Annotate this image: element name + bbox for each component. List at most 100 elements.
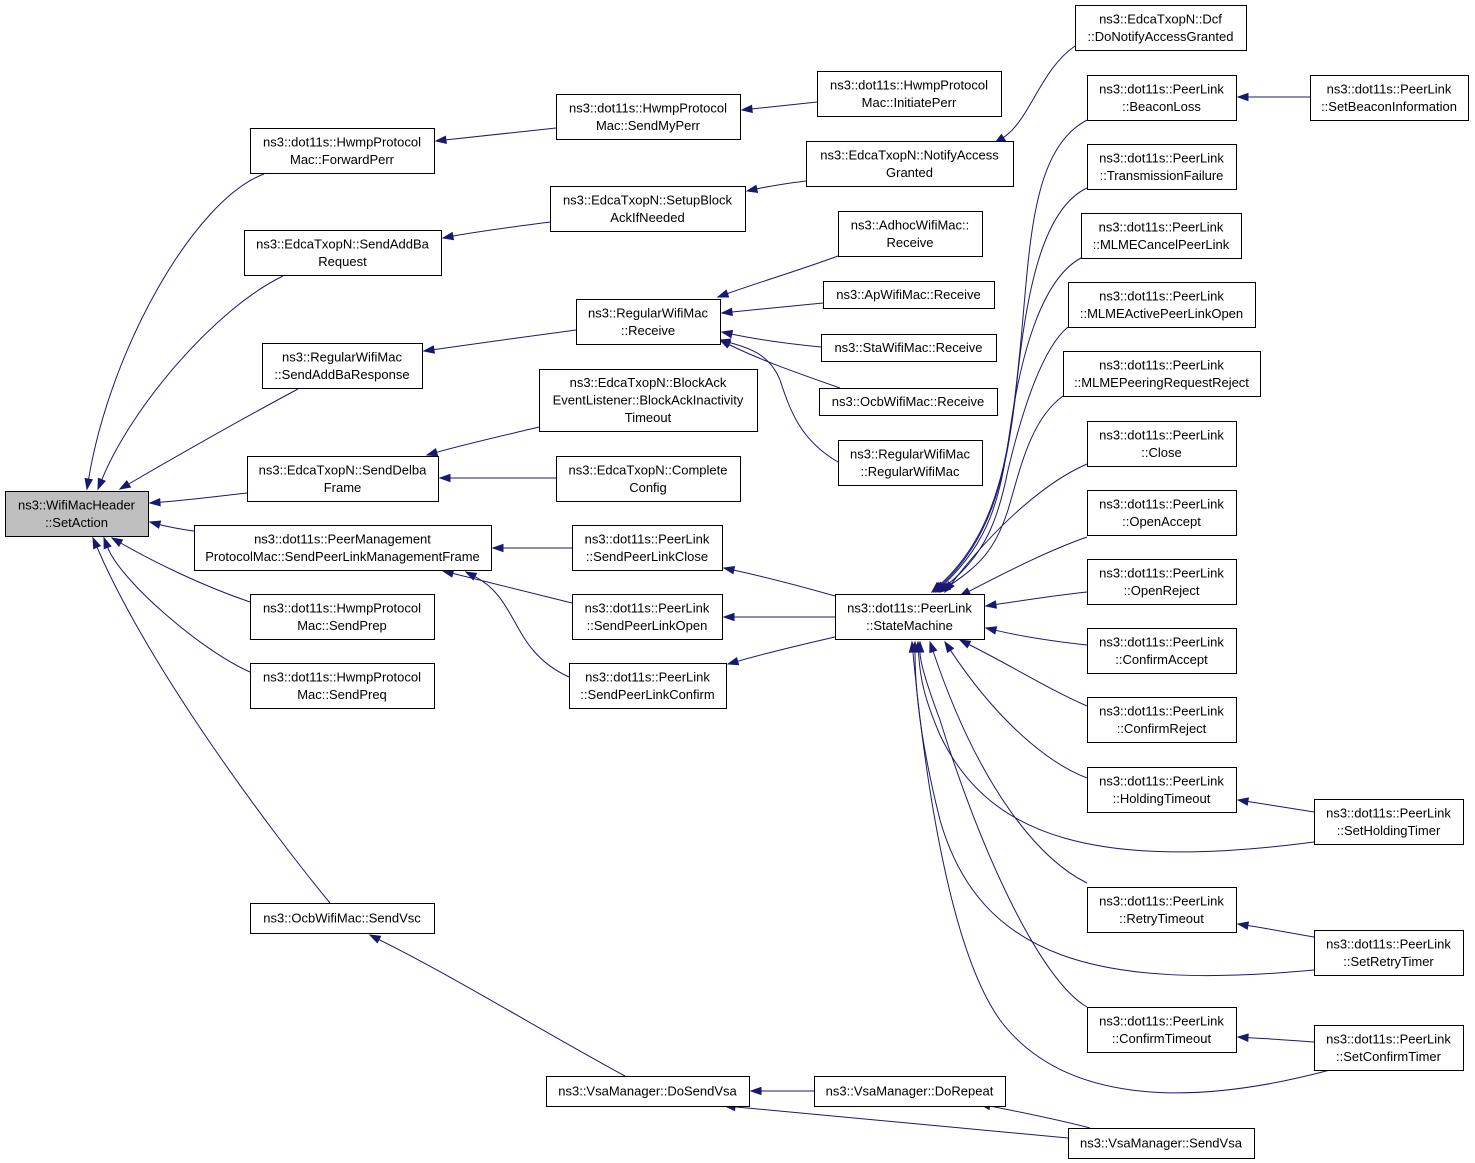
arrowhead-icon	[110, 537, 124, 547]
node-label: ns3::dot11s::PeerLink	[585, 669, 710, 684]
node-box	[244, 230, 442, 276]
edge-line	[1247, 801, 1315, 813]
edge-line	[918, 651, 1315, 853]
node-label: EventListener::BlockAckInactivity	[553, 393, 744, 408]
node-label: Config	[629, 480, 667, 495]
graph-node[interactable]: ns3::EdcaTxopN::NotifyAccessGranted	[806, 141, 1014, 187]
graph-node[interactable]: ns3::dot11s::PeerLink::SendPeerLinkClose	[572, 525, 723, 571]
node-label: ::MLMEActivePeerLinkOpen	[1080, 306, 1243, 321]
node-label: ::SetHoldingTimer	[1337, 823, 1441, 838]
graph-node[interactable]: ns3::dot11s::PeerLink::Close	[1087, 421, 1237, 467]
graph-node[interactable]: ns3::EdcaTxopN::Dcf::DoNotifyAccessGrant…	[1075, 5, 1247, 51]
node-label: ns3::AdhocWifiMac::	[851, 217, 970, 232]
arrowhead-icon	[749, 1086, 762, 1096]
graph-node[interactable]: ns3::dot11s::PeerLink::ConfirmReject	[1087, 697, 1237, 743]
graph-node[interactable]: ns3::dot11s::PeerLink::MLMEPeeringReques…	[1063, 351, 1261, 397]
graph-node[interactable]: ns3::dot11s::PeerLink::TransmissionFailu…	[1087, 144, 1237, 190]
arrowhead-icon	[915, 640, 925, 653]
edge-line	[751, 101, 818, 110]
edge-line	[932, 651, 1088, 884]
edge-line	[950, 463, 1088, 585]
graph-node[interactable]: ns3::dot11s::PeerLink::MLMEActivePeerLin…	[1068, 282, 1256, 328]
node-label: Receive	[887, 235, 934, 250]
graph-node[interactable]: ns3::dot11s::PeerLink::OpenAccept	[1087, 490, 1237, 536]
graph-node[interactable]: ns3::dot11s::PeerLink::SetHoldingTimer	[1314, 799, 1464, 845]
graph-node[interactable]: ns3::OcbWifiMac::Receive	[819, 388, 998, 416]
graph-node[interactable]: ns3::dot11s::PeerLink::SetConfirmTimer	[1314, 1025, 1464, 1071]
edge-n19-to-n18	[491, 543, 573, 553]
graph-node[interactable]: ns3::AdhocWifiMac::Receive	[838, 211, 983, 257]
graph-node[interactable]: ns3::dot11s::PeerLink::SetBeaconInformat…	[1310, 75, 1469, 121]
edge-line	[995, 591, 1088, 605]
graph-node[interactable]: ns3::RegularWifiMac::RegularWifiMac	[838, 440, 983, 486]
arrowhead-icon	[958, 639, 972, 649]
node-box	[194, 525, 492, 571]
graph-node[interactable]: ns3::dot11s::PeerLink::StateMachine	[835, 594, 985, 640]
root-node: ns3::WifiMacHeader::SetAction	[5, 491, 149, 537]
graph-node[interactable]: ns3::dot11s::PeerLink::ConfirmAccept	[1087, 628, 1237, 674]
node-label: ns3::dot11s::PeerLink	[1099, 703, 1224, 718]
graph-node[interactable]: ns3::dot11s::PeerLink::SendPeerLinkOpen	[572, 594, 723, 640]
graph-node[interactable]: ns3::EdcaTxopN::BlockAckEventListener::B…	[539, 369, 758, 432]
graph-node[interactable]: ns3::dot11s::PeerLink::BeaconLoss	[1087, 75, 1237, 121]
edge-line	[1247, 925, 1315, 938]
node-label: ns3::dot11s::PeerLink	[1099, 565, 1224, 580]
edge-n40-to-n0	[110, 537, 251, 603]
graph-node[interactable]: ns3::dot11s::HwmpProtocolMac::InitiatePe…	[817, 71, 1002, 117]
node-label: ns3::dot11s::PeerLink	[585, 531, 710, 546]
node-box	[247, 456, 439, 502]
graph-node[interactable]: ns3::dot11s::PeerLink::ConfirmTimeout	[1087, 1007, 1237, 1053]
graph-node[interactable]: ns3::VsaManager::SendVsa	[1068, 1128, 1255, 1159]
edge-n37-to-n36	[1236, 921, 1315, 938]
edge-n30-to-n22	[958, 536, 1088, 597]
node-label: ::BeaconLoss	[1122, 99, 1201, 114]
edge-n12-to-n9	[720, 329, 822, 348]
graph-node[interactable]: ns3::ApWifiMac::Receive	[823, 281, 995, 309]
edge-n29-to-n22	[944, 463, 1088, 594]
node-box	[1068, 282, 1256, 328]
edge-n6-to-n5	[745, 180, 807, 193]
graph-node[interactable]: ns3::VsaManager::DoRepeat	[814, 1076, 1006, 1107]
graph-node[interactable]: ns3::dot11s::HwmpProtocolMac::ForwardPer…	[250, 128, 435, 174]
edge-line	[731, 302, 824, 313]
node-box	[539, 369, 758, 432]
node-label: ns3::dot11s::HwmpProtocol	[569, 100, 727, 115]
arrowhead-icon	[1236, 1033, 1249, 1042]
graph-node[interactable]: ns3::OcbWifiMac::SendVsc	[250, 903, 435, 934]
arrowhead-icon	[944, 640, 955, 654]
graph-node[interactable]: ns3::dot11s::PeerLink::SendPeerLinkConfi…	[569, 663, 727, 709]
graph-node[interactable]: ns3::RegularWifiMac::SendAddBaResponse	[262, 343, 423, 389]
graph-node[interactable]: ns3::dot11s::PeerLink::OpenReject	[1087, 559, 1237, 605]
edge-n35-to-n34	[1236, 797, 1315, 813]
node-box	[835, 594, 985, 640]
graph-node[interactable]: ns3::dot11s::PeerLink::SetRetryTimer	[1314, 930, 1464, 976]
edge-n8-to-n0	[118, 388, 299, 490]
arrowhead-icon	[464, 571, 478, 581]
graph-node[interactable]: ns3::dot11s::PeerLink::RetryTimeout	[1087, 887, 1237, 933]
node-label: ::DoNotifyAccessGranted	[1088, 29, 1234, 44]
graph-node[interactable]: ns3::StaWifiMac::Receive	[821, 334, 997, 362]
graph-node[interactable]: ns3::RegularWifiMac::Receive	[576, 299, 721, 345]
edge-n17-to-n15	[438, 473, 556, 483]
arrowhead-icon	[722, 612, 735, 622]
graph-node[interactable]: ns3::dot11s::PeerLink::HoldingTimeout	[1087, 767, 1237, 813]
graph-node[interactable]: ns3::dot11s::PeerLink::MLMECancelPeerLin…	[1081, 213, 1242, 259]
edge-n4-to-n0	[97, 275, 284, 491]
edge-line	[159, 492, 248, 503]
node-label: ProtocolMac::SendPeerLinkManagementFrame	[205, 549, 480, 564]
node-box	[814, 1076, 1006, 1107]
node-box	[1068, 1128, 1255, 1159]
graph-node[interactable]: ns3::VsaManager::DoSendVsa	[546, 1076, 750, 1107]
node-box	[838, 211, 983, 257]
node-label: ns3::dot11s::PeerLink	[1099, 496, 1224, 511]
graph-node[interactable]: ns3::dot11s::PeerManagementProtocolMac::…	[194, 525, 492, 571]
arrowhead-icon	[984, 600, 997, 609]
node-label: ns3::EdcaTxopN::SetupBlock	[563, 192, 733, 207]
